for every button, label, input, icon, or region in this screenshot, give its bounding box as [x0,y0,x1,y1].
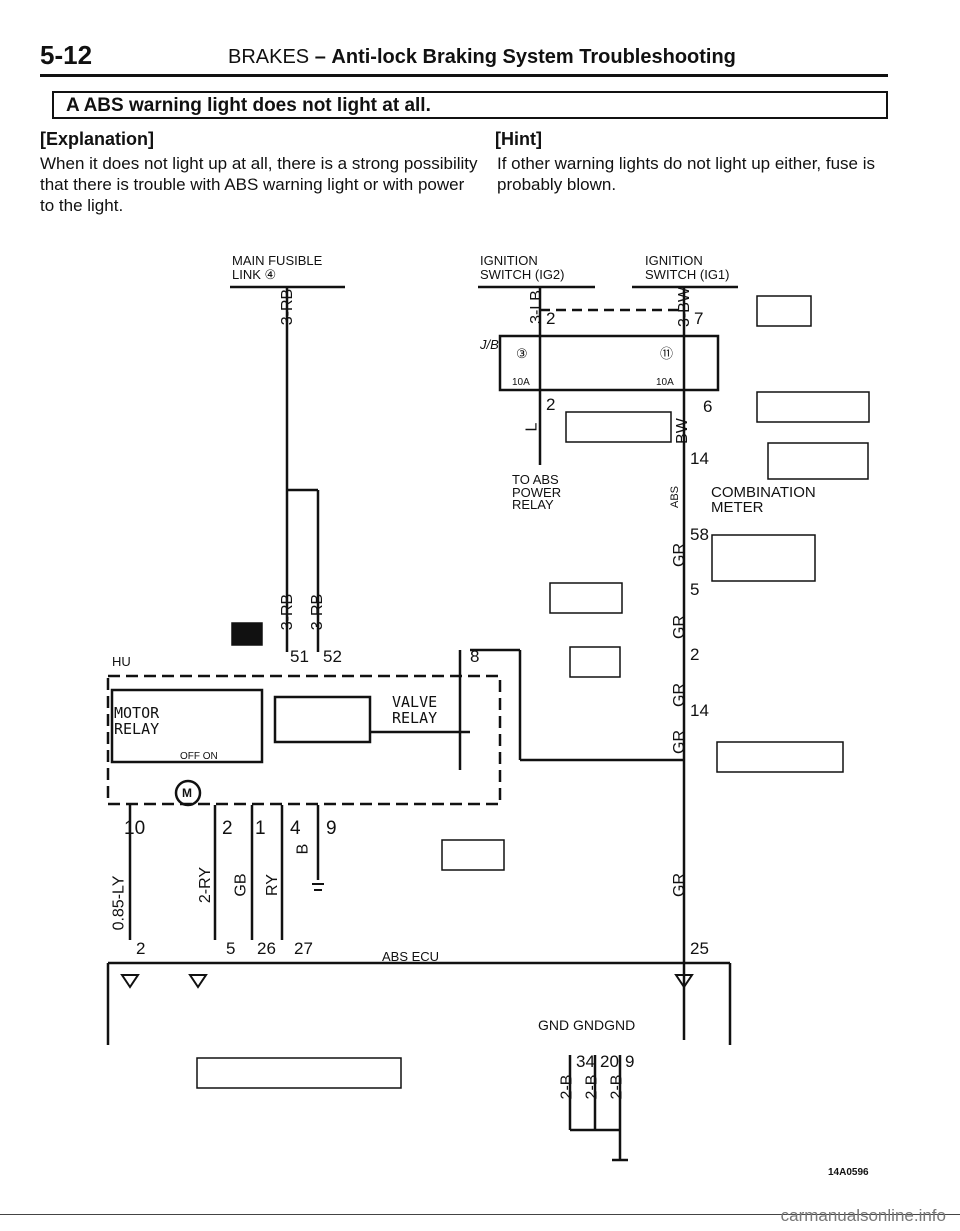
wire-2b-c: 2-B [608,1074,626,1100]
pin-label: 34 [576,1052,595,1071]
ignition-ig1-label-a: IGNITION [645,253,703,268]
pin-label: 2 [136,939,146,958]
wire-3rb-mid-a: 3-RB [279,593,297,631]
wire-gr-4: GR [671,730,688,754]
ignition-ig1-label-b: SWITCH (IG1) [645,267,730,282]
explanation-heading: [Explanation] [40,129,155,149]
wire-gr-1: GR [671,543,688,567]
pin-label: 2 [222,818,233,839]
footer-rule [0,1214,960,1215]
pin-label: 26 [257,939,276,958]
explanation-text: When it does not light up at all, there … [40,154,478,215]
to-abs-label-2: POWER [512,485,562,500]
wire-b: B [294,843,312,855]
wire-gr-3: GR [671,683,688,707]
main-fusible-label: MAIN FUSIBLE [232,253,323,268]
pin-label: 5 [690,580,700,599]
off-on-label: OFF ON [180,751,218,762]
watermark: carmanualsonline.info [780,1206,946,1225]
pin-label: 1 [255,818,266,839]
fuse-amp-b: 10A [656,377,674,388]
page-header: BRAKES – Anti-lock Braking System Troubl… [228,46,736,69]
header-rule [40,74,888,77]
motor-relay-label-1: MOTOR [114,704,160,722]
link-label: LINK ④ [232,267,277,282]
wire-085ly: 0.85-LY [110,875,128,931]
combination-meter-label-1: COMBINATION [711,484,816,501]
ignition-ig2-label-b: SWITCH (IG2) [480,267,565,282]
pin-label: 6 [703,397,713,416]
wire-gb: GB [232,873,250,897]
pin-label: 5 [226,939,236,958]
pin-label: 2 [546,395,556,414]
page-number: 5-12 [40,40,93,70]
wire-3lb: 3-LB [527,290,545,324]
pin-label: 20 [600,1052,619,1071]
abs-ecu-label: ABS ECU [382,949,440,964]
wire-3bw: 3-BW [676,287,693,327]
hint-heading: [Hint] [495,129,542,149]
wire-gr-2: GR [671,615,688,639]
wire-3rb-top: 3-RB [279,288,297,326]
valve-relay-label-1: VALVE [392,693,438,711]
wire-3rb-mid-b: 3-RB [309,593,327,631]
pin-label: 7 [694,309,704,328]
pin-label: 52 [323,647,342,666]
valve-relay-label-2: RELAY [392,709,438,727]
symptom-box: A ABS warning light does not light at al… [52,91,888,119]
pin-label: 14 [690,449,709,468]
ignition-ig2-label-a: IGNITION [480,253,538,268]
motor-label: M [182,786,192,800]
pin-label: 27 [294,939,313,958]
fuse-amp-a: 10A [512,377,530,388]
to-abs-label-3: RELAY [512,497,554,512]
wire-2b-a: 2-B [558,1074,576,1100]
fuse-11-label: ⑪ [660,346,674,361]
symptom-text: A ABS warning light does not light at al… [66,95,431,116]
section-subtitle: Anti-lock Braking System Troubleshooting [331,46,736,68]
wire-ry: RY [263,874,281,896]
pin-label: 10 [124,818,146,839]
header-dash: – [314,46,326,68]
wire-2b-b: 2-B [583,1074,601,1100]
figure-code: 14A0596 [828,1167,869,1178]
pin-label: 25 [690,939,709,958]
section-name: BRAKES [228,46,310,68]
pin-label: 58 [690,525,709,544]
pin-label: 9 [326,818,337,839]
wire-l: L [523,422,541,432]
combination-meter-label-2: METER [711,499,764,516]
pin-label: 2 [546,309,556,328]
hu-label: HU [112,654,131,669]
pin-label: 2 [690,645,700,664]
fuse-3-label: ③ [516,346,528,361]
pin-label: 14 [690,701,709,720]
pin-label: 8 [470,647,480,666]
wire-2ry: 2-RY [197,866,215,904]
jb-label: J/B [480,337,499,352]
wire-abs: ABS [669,485,682,509]
pin-label: 9 [625,1052,635,1071]
wire-bw: BW [673,418,691,444]
gnd-label: GND GNDGND [538,1017,636,1033]
motor-relay-label-2: RELAY [114,720,160,738]
wire-gr-5: GR [671,873,688,897]
pin-label: 51 [290,647,309,666]
hint-text: If other warning lights do not light up … [497,154,876,194]
to-abs-label-1: TO ABS [512,472,559,487]
pin-label: 4 [290,818,301,839]
